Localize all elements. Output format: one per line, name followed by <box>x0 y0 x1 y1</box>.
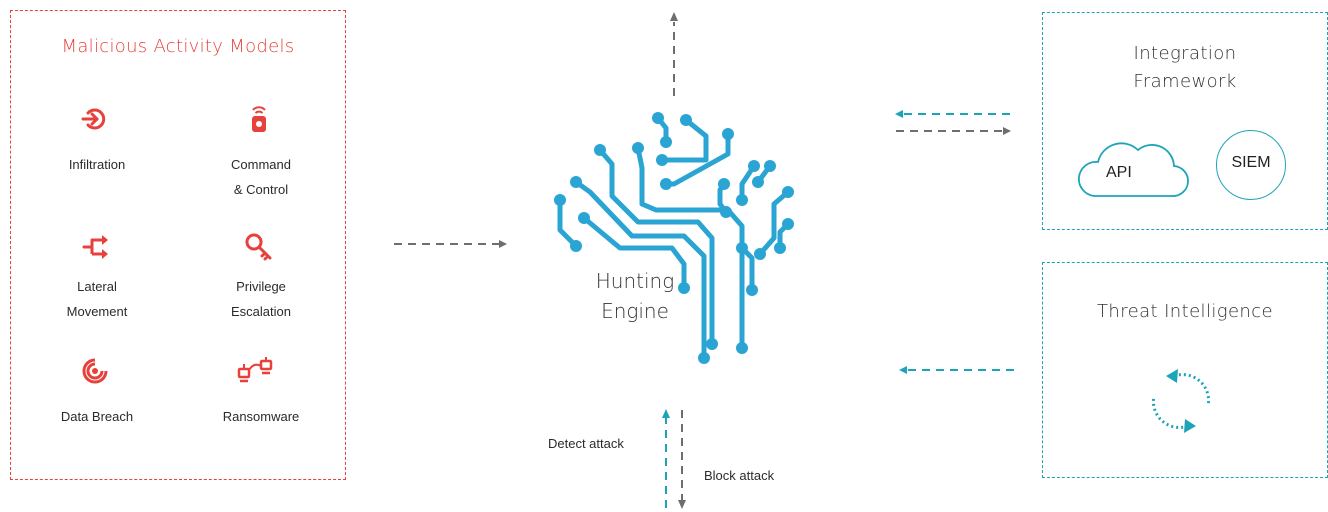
login-arrow-icon <box>81 108 106 130</box>
circuit-brain-icon <box>554 112 794 364</box>
network-computers-icon <box>237 357 273 383</box>
integration-to-engine-arrow <box>895 110 1010 118</box>
cloud-icon <box>1078 142 1189 197</box>
api-label: API <box>1106 164 1132 181</box>
malicious-activity-models-panel <box>10 10 346 480</box>
branch-arrow-icon <box>82 235 108 259</box>
model-label-infiltration: Infiltration <box>68 157 126 172</box>
threat-intelligence-title: Threat Intelligence <box>1097 301 1273 322</box>
models-to-engine-arrow <box>394 240 507 248</box>
threat-to-engine-arrow <box>899 366 1014 374</box>
detect-attack-arrow <box>662 409 670 508</box>
sync-arrows-icon <box>1151 369 1211 433</box>
spiral-icon <box>82 358 108 384</box>
engine-up-arrow <box>670 12 678 96</box>
hunting-engine-label: Hunting Engine <box>595 269 675 323</box>
block-attack-arrow <box>678 410 686 509</box>
key-icon <box>245 233 272 261</box>
router-icon <box>252 106 266 132</box>
model-label-ransomware: Ransomware <box>222 409 300 424</box>
siem-label: SIEM <box>1231 154 1271 171</box>
models-title: Malicious Activity Models <box>61 36 295 57</box>
siem-circle <box>1216 130 1286 200</box>
detect-attack-label: Detect attack <box>548 436 624 451</box>
model-label-data-breach: Data Breach <box>60 409 134 424</box>
engine-to-integration-arrow <box>896 127 1011 135</box>
model-label-command-control: Command & Control <box>231 157 291 197</box>
model-label-privilege-escalation: Privilege Escalation <box>231 279 291 319</box>
block-attack-label: Block attack <box>704 468 775 483</box>
integration-framework-title: Integration Framework <box>1133 43 1237 92</box>
model-label-lateral-movement: Lateral Movement <box>66 279 128 319</box>
